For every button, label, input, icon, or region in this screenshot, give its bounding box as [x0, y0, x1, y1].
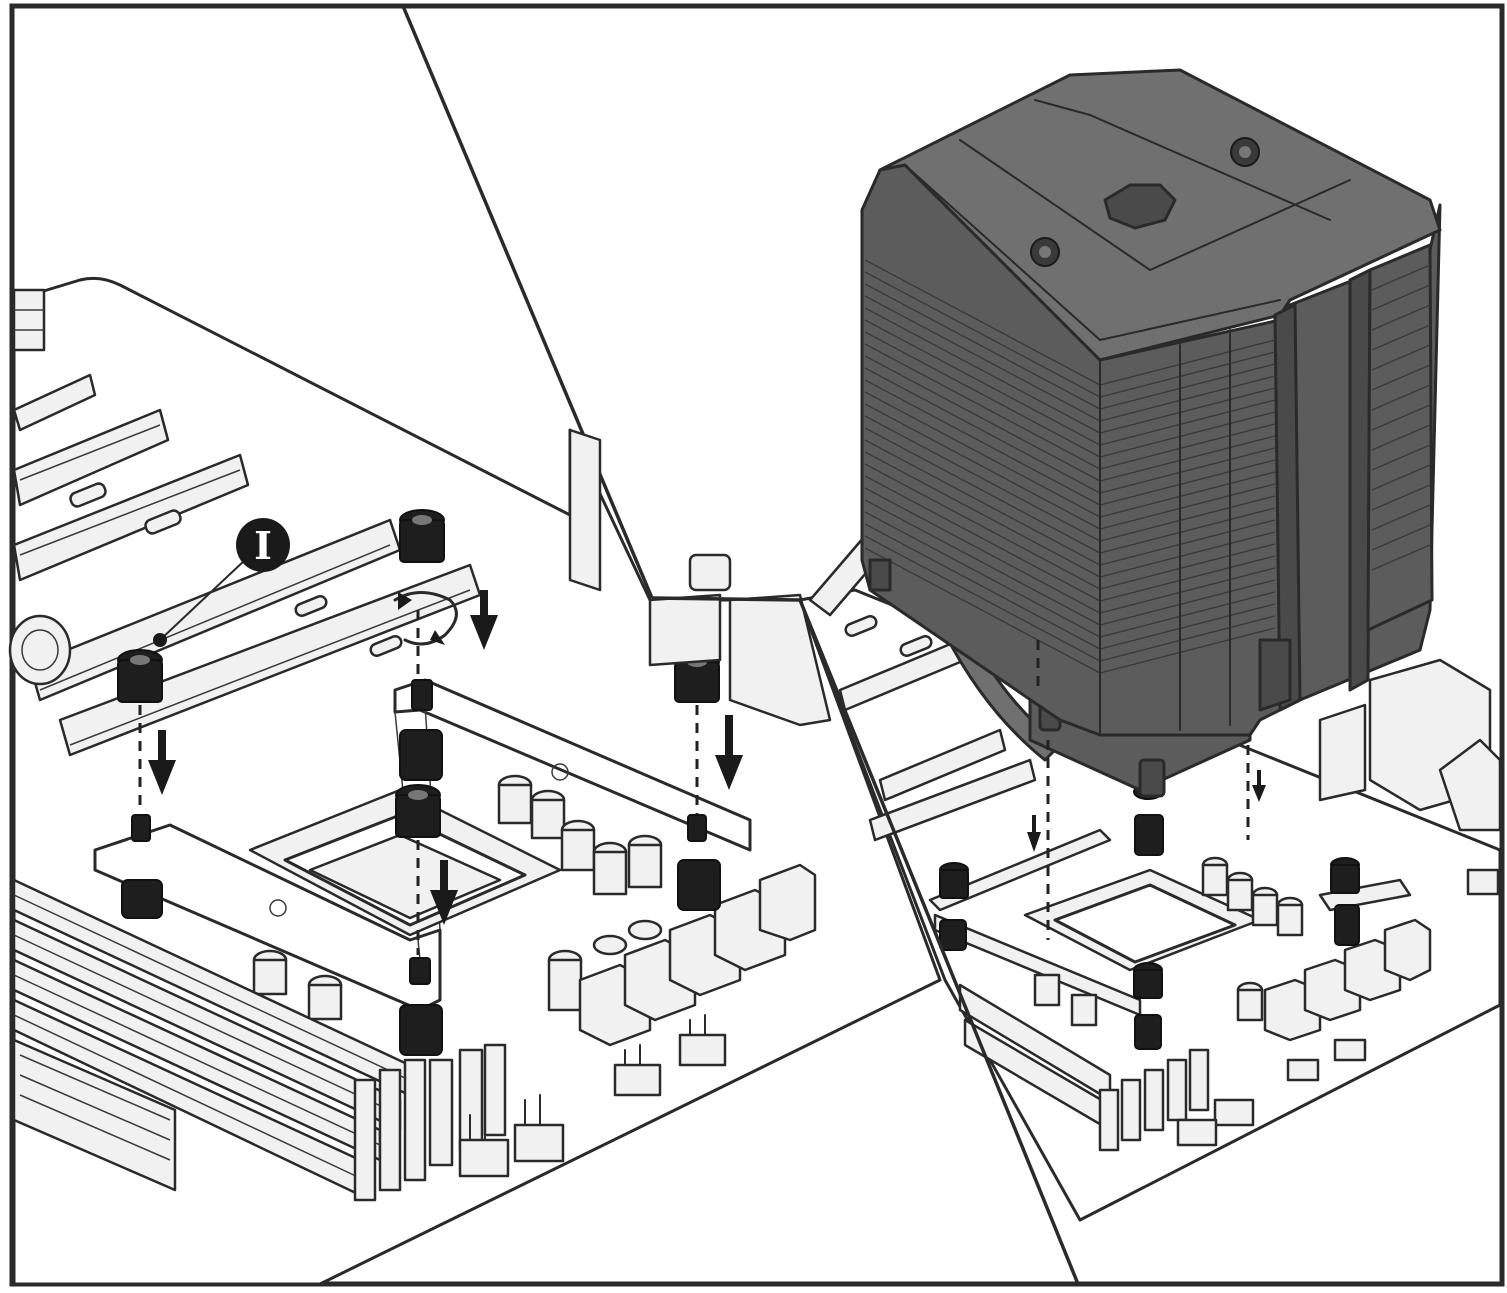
cooler-logo — [1103, 183, 1177, 230]
callout-label: I — [254, 523, 272, 568]
fan-headers-left — [458, 1014, 727, 1178]
fan-clip-band — [1348, 268, 1372, 692]
right-panel-cooler-install — [568, 68, 1502, 1222]
atx-power-connector — [12, 1038, 177, 1192]
left-panel-motherboard-backplate: I — [8, 276, 942, 1286]
cpu-socket-right — [928, 828, 1412, 1017]
fan-clip-band — [1273, 303, 1302, 712]
callout-circle — [236, 518, 290, 572]
slots-right — [808, 528, 1037, 842]
memory-slots-left — [12, 878, 507, 1202]
panel-divider-left — [401, 5, 654, 599]
cpu-cooler-heatsink — [860, 68, 1442, 737]
alignment-guides-right — [1036, 640, 1250, 940]
standoffs-left — [121, 679, 721, 1056]
memory-slots-right — [958, 983, 1255, 1152]
alignment-guides-left — [138, 610, 699, 955]
panel-divider-right — [798, 599, 1080, 1285]
vrm-chokes-left — [578, 863, 817, 1047]
io-ports-right — [1318, 658, 1502, 896]
io-panel-right — [568, 428, 832, 727]
expansion-slots — [12, 373, 250, 582]
vrm-capacitors-left — [252, 774, 663, 1021]
callout-marker: I — [153, 518, 290, 647]
rotate-arrow — [393, 591, 458, 646]
down-arrows-left — [148, 590, 743, 925]
panel-divider-joint — [651, 596, 801, 602]
vrm-components-right — [1033, 856, 1432, 1082]
chipset-fan — [8, 614, 72, 686]
down-arrows-right — [1027, 770, 1266, 852]
rear-io-block — [12, 288, 46, 352]
